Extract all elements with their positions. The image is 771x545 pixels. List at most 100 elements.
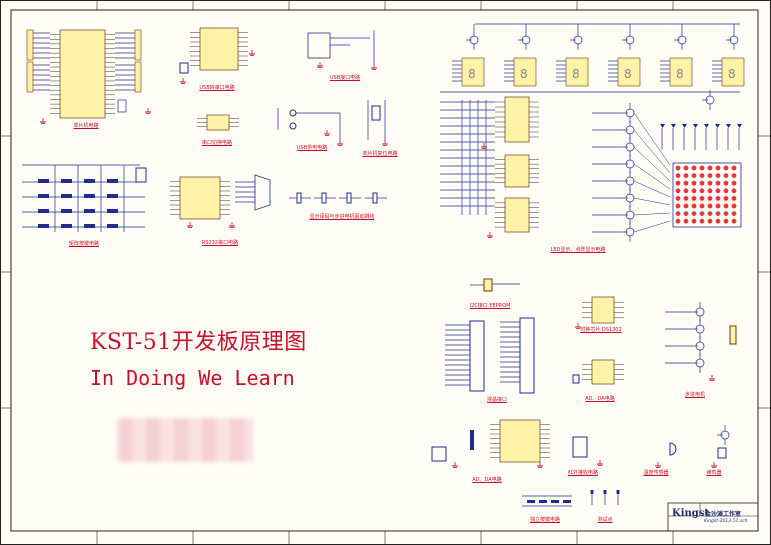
rs232-chip — [179, 176, 221, 220]
matrix-dot — [707, 180, 713, 186]
pin-header — [470, 430, 474, 450]
matrix-dot — [699, 180, 705, 186]
matrix-dot — [683, 180, 689, 186]
matrix-dot — [699, 196, 705, 201]
matrix-dot — [683, 211, 689, 217]
matrix-dot — [691, 203, 697, 209]
matrix-dot — [715, 218, 721, 224]
usb-connector — [307, 32, 331, 59]
lcd-connector — [519, 317, 535, 394]
crystal — [117, 99, 127, 113]
title-block — [667, 502, 759, 532]
caption-ad-da: AD、DA电路 — [472, 477, 502, 483]
matrix-dot — [675, 165, 681, 171]
matrix-dot — [731, 211, 737, 217]
matrix-dot — [707, 188, 713, 194]
switch — [289, 109, 297, 117]
pin-header — [26, 29, 34, 61]
key-switch — [61, 209, 72, 213]
matrix-dot — [715, 196, 721, 201]
caption-usb-serial: USB转串口电路 — [199, 85, 235, 91]
wire — [633, 163, 671, 190]
caption-rs232: RS232串口电路 — [201, 240, 239, 246]
led — [704, 124, 709, 128]
title-block-file: Kingst-2013-51.sch — [704, 519, 748, 524]
matrix-dot — [707, 218, 713, 224]
matrix-dot — [723, 196, 729, 201]
matrix-dot — [691, 165, 697, 171]
matrix-dot — [731, 196, 737, 201]
matrix-dot — [699, 203, 705, 209]
key-switch — [84, 194, 95, 198]
caption-ir: 红外接收电路 — [567, 470, 599, 476]
wire — [633, 146, 671, 182]
led — [682, 124, 687, 128]
key-switch — [61, 179, 72, 183]
caption-keys: 独立按键电路 — [529, 517, 561, 523]
jumper — [346, 192, 352, 204]
matrix-dot — [683, 196, 689, 201]
key-switch — [563, 500, 571, 503]
crystal — [179, 62, 189, 74]
matrix-dot — [723, 180, 729, 186]
led — [660, 124, 665, 128]
wire — [633, 112, 671, 166]
matrix-dot — [715, 188, 721, 194]
segment-glyph: 8 — [572, 67, 580, 81]
wire — [633, 197, 671, 206]
jumper — [321, 192, 327, 204]
key-switch — [38, 209, 49, 213]
matrix-dot — [723, 218, 729, 224]
matrix-dot — [707, 196, 713, 201]
matrix-dot — [731, 180, 737, 186]
matrix-dot — [731, 203, 737, 209]
matrix-dot — [675, 188, 681, 194]
mcu-chip — [59, 29, 106, 119]
matrix-dot — [723, 203, 729, 209]
caption-mcu: 单片机电路 — [73, 123, 99, 129]
key-switch — [107, 179, 118, 183]
key-switch — [107, 209, 118, 213]
matrix-dot — [731, 218, 737, 224]
caption-ad: AD、DA电路 — [585, 396, 615, 402]
led — [726, 124, 731, 128]
caption-motor: 步进电机 — [684, 392, 706, 398]
seven-segment-display — [617, 57, 641, 87]
key-switch — [61, 224, 72, 228]
matrix-dot — [707, 173, 713, 179]
matrix-dot — [731, 173, 737, 179]
matrix-dot — [675, 218, 681, 224]
led — [737, 124, 742, 128]
matrix-dot — [699, 218, 705, 224]
caption-lcd: 液晶接口 — [486, 397, 508, 403]
matrix-dot — [731, 165, 737, 171]
key-switch — [107, 194, 118, 198]
matrix-dot — [675, 173, 681, 179]
seven-segment-display — [461, 57, 485, 87]
switch — [289, 122, 297, 130]
matrix-dot — [715, 211, 721, 217]
caption-test: 测试点 — [597, 517, 613, 523]
matrix-dot — [715, 180, 721, 186]
caption-eeprom: 串口切换电路 — [201, 140, 233, 146]
dc-jack — [431, 446, 447, 462]
matrix-dot — [683, 165, 689, 171]
caption-reset: 单片机复位电路 — [362, 151, 398, 157]
test-point — [603, 490, 607, 494]
seven-segment-display — [513, 57, 537, 87]
matrix-dot — [675, 196, 681, 201]
reset-button — [371, 105, 381, 121]
caption-keypad: 矩阵按键电路 — [68, 241, 100, 247]
crystal — [572, 374, 580, 384]
matrix-dot — [683, 203, 689, 209]
matrix-dot — [699, 173, 705, 179]
title-block-name: 金沙滩工作室 — [705, 511, 742, 518]
matrix-dot — [675, 203, 681, 209]
key-switch — [84, 179, 95, 183]
led — [715, 124, 720, 128]
test-point — [590, 490, 594, 494]
key-switch — [84, 224, 95, 228]
pin-header — [26, 61, 34, 93]
